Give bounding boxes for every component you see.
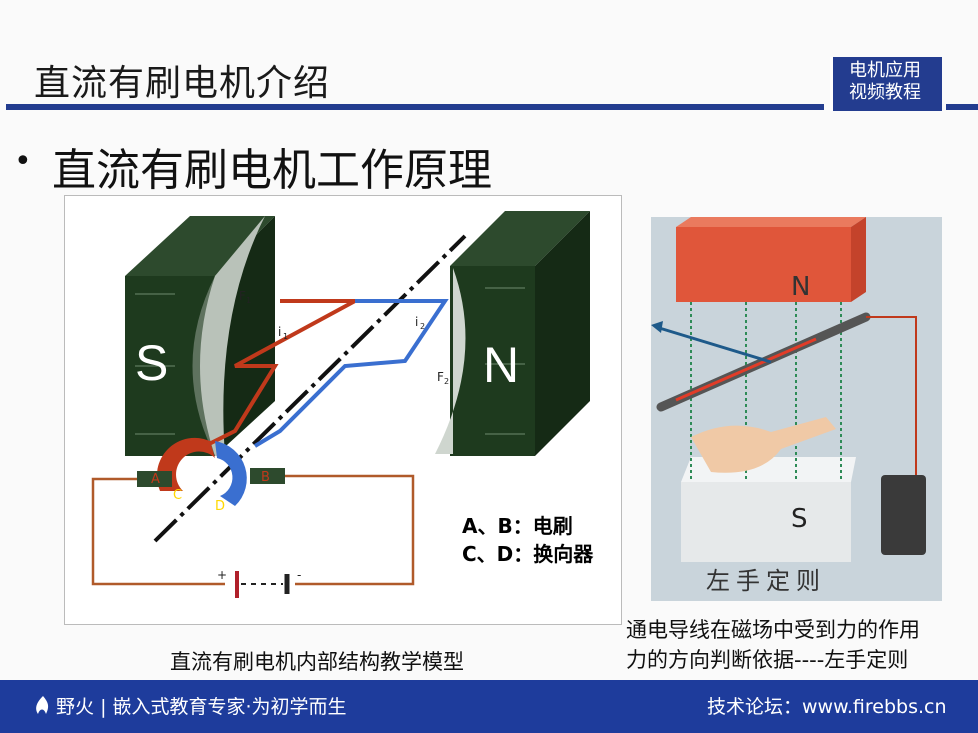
motor-diagram: S N — [91, 211, 590, 598]
brush-b — [250, 468, 285, 484]
label-plus: + — [217, 568, 227, 582]
label-f2-sub: 2 — [444, 377, 449, 386]
label-f1: F — [239, 289, 246, 303]
badge-line-1: 电机应用 — [849, 60, 921, 81]
circuit-wire-right — [285, 474, 415, 586]
magnet-n-label: N — [483, 337, 519, 393]
label-i2-sub: 2 — [420, 322, 425, 331]
legend-line-1: A、B：电刷 — [462, 514, 573, 538]
left-caption: 直流有刷电机内部结构教学模型 — [170, 650, 464, 674]
title-underline — [6, 104, 824, 110]
coil-red-wire — [204, 299, 356, 448]
badge-line-2: 视频教程 — [849, 82, 921, 103]
label-f2: F — [437, 370, 444, 384]
left-hand — [691, 417, 836, 473]
magnet-s-label: S — [135, 335, 168, 391]
label-a: A — [151, 472, 160, 487]
magnet-n — [435, 211, 590, 456]
rule-text: 左手定则 — [706, 567, 826, 595]
title-underline-right — [946, 104, 978, 110]
label-d: D — [215, 499, 225, 514]
brand-slogan: | 嵌入式教育专家·为初学而生 — [100, 696, 347, 718]
right-caption-line-2: 力的方向判断依据----左手定则 — [626, 648, 909, 672]
label-minus: - — [297, 568, 301, 582]
label-f1-sub: 1 — [246, 296, 251, 305]
commutator-d — [215, 441, 247, 506]
left-hand-rule-illustration: N S 左手定则 — [651, 217, 942, 601]
label-i1-sub: 1 — [283, 332, 288, 341]
n-label: N — [791, 272, 810, 302]
bullet-dot: • — [14, 144, 32, 179]
label-i2: i — [415, 315, 418, 329]
label-i1: i — [278, 325, 281, 339]
left-hand-rule-figure: N S 左手定则 — [651, 217, 942, 601]
motor-model-figure: S N — [64, 195, 622, 625]
legend-line-2: C、D：换向器 — [462, 542, 594, 566]
brush-legend: A、B：电刷 C、D：换向器 — [462, 512, 593, 568]
slide-title: 直流有刷电机介绍 — [34, 63, 331, 104]
course-badge: 电机应用 视频教程 — [830, 57, 942, 111]
right-caption-line-1: 通电导线在磁场中受到力的作用 — [626, 618, 920, 642]
brand-name: 野火 — [56, 696, 95, 718]
rotation-axis — [153, 234, 467, 543]
s-label: S — [791, 504, 808, 534]
footer-brand: 野火 | 嵌入式教育专家·为初学而生 — [38, 692, 347, 719]
forum-link[interactable]: 技术论坛：www.firebbs.cn — [707, 696, 947, 718]
force-arrow — [655, 325, 772, 364]
footer-bar — [0, 680, 978, 733]
magnet-s — [125, 216, 275, 456]
label-c: C — [173, 488, 182, 503]
flame-icon — [36, 696, 49, 714]
bullet-heading: 直流有刷电机工作原理 — [52, 145, 492, 196]
coil-blue-wire — [253, 299, 449, 448]
battery — [881, 475, 926, 555]
label-b: B — [261, 470, 270, 485]
brush-a — [137, 471, 172, 487]
circuit-wire-left — [91, 477, 225, 586]
